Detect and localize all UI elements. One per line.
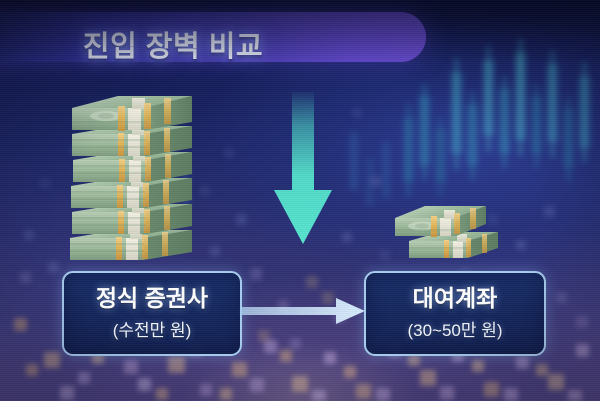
down-arrow-icon xyxy=(274,92,332,244)
label-main-text: 정식 증권사 xyxy=(95,284,209,311)
label-sub-text: (30~50만 원) xyxy=(407,321,503,341)
label-sub-text: (수전만 원) xyxy=(112,321,192,341)
label-main-text: 대여계좌 xyxy=(412,284,498,311)
right-arrow-icon xyxy=(238,298,365,324)
title-banner: 진입 장벽 비교 xyxy=(0,12,426,63)
money-stack-small-icon xyxy=(395,206,498,258)
money-stack-large-icon xyxy=(70,96,192,260)
label-box-rental-account[interactable]: 대여계좌 (30~50만 원) xyxy=(364,271,546,356)
page-title: 진입 장벽 비교 xyxy=(82,31,264,63)
label-box-official-broker[interactable]: 정식 증권사 (수전만 원) xyxy=(62,271,242,356)
